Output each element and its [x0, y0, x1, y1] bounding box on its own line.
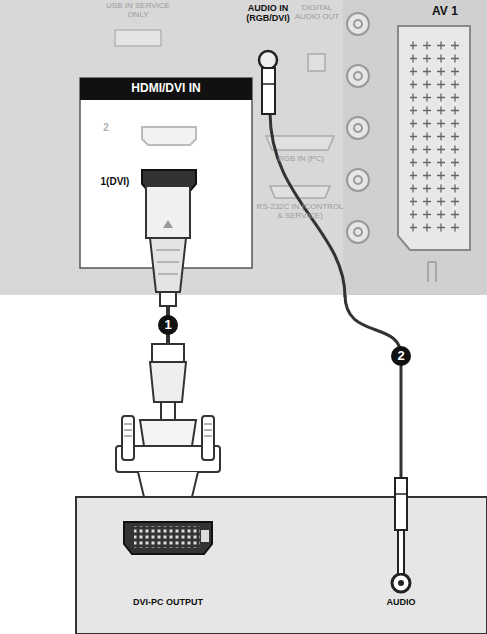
hdmi-port-2 — [142, 127, 196, 145]
callout-number: 1 — [158, 315, 178, 335]
rs232-port — [270, 186, 330, 198]
rgb-port — [266, 136, 334, 150]
port-number: 1(DVI) — [90, 176, 140, 187]
tv-back-panel: USB IN SERVICE ONLY AUDIO IN (RGB/DVI)DIG… — [0, 0, 487, 295]
audio-plug-pc — [395, 478, 407, 530]
dvi-plug — [140, 420, 196, 446]
rca-jacks — [347, 13, 369, 243]
optical-port — [308, 54, 325, 71]
dvi-port — [124, 522, 212, 554]
dvi-adapter — [152, 344, 184, 362]
hdmi-header — [80, 78, 252, 100]
audio-jack — [392, 574, 410, 592]
scart-connector — [398, 26, 470, 250]
port-label: AUDIO — [366, 598, 436, 608]
hdmi-dvi-panel: HDMI/DVI IN 2 1(DVI) — [80, 78, 252, 268]
pc-device: DVI-PC OUTPUT AUDIO — [76, 497, 487, 634]
pc-device — [76, 497, 487, 634]
usb-port — [115, 30, 161, 46]
port-label: USB IN SERVICE ONLY — [100, 2, 176, 20]
callout-number: 2 — [391, 346, 411, 366]
audio-plug — [262, 68, 275, 114]
port-label: RS-232C IN (CONTROL & SERVICE) — [254, 203, 346, 221]
port-label: RGB IN (PC) — [256, 155, 346, 164]
port-label: DIGITAL AUDIO OUT — [290, 4, 344, 22]
av-panel-area — [343, 0, 487, 295]
hdmi-plug — [146, 186, 190, 238]
port-label: AV 1 — [420, 5, 470, 18]
panel-heading: HDMI/DVI IN — [80, 82, 252, 95]
port-number: 2 — [94, 122, 118, 133]
tv-back-panel — [0, 0, 487, 295]
audio-in-jack — [259, 51, 277, 69]
scart-pins — [410, 40, 460, 236]
cable — [345, 295, 401, 497]
port-label: DVI-PC OUTPUT — [106, 598, 230, 608]
port-label: AUDIO IN (RGB/DVI) — [236, 4, 300, 24]
